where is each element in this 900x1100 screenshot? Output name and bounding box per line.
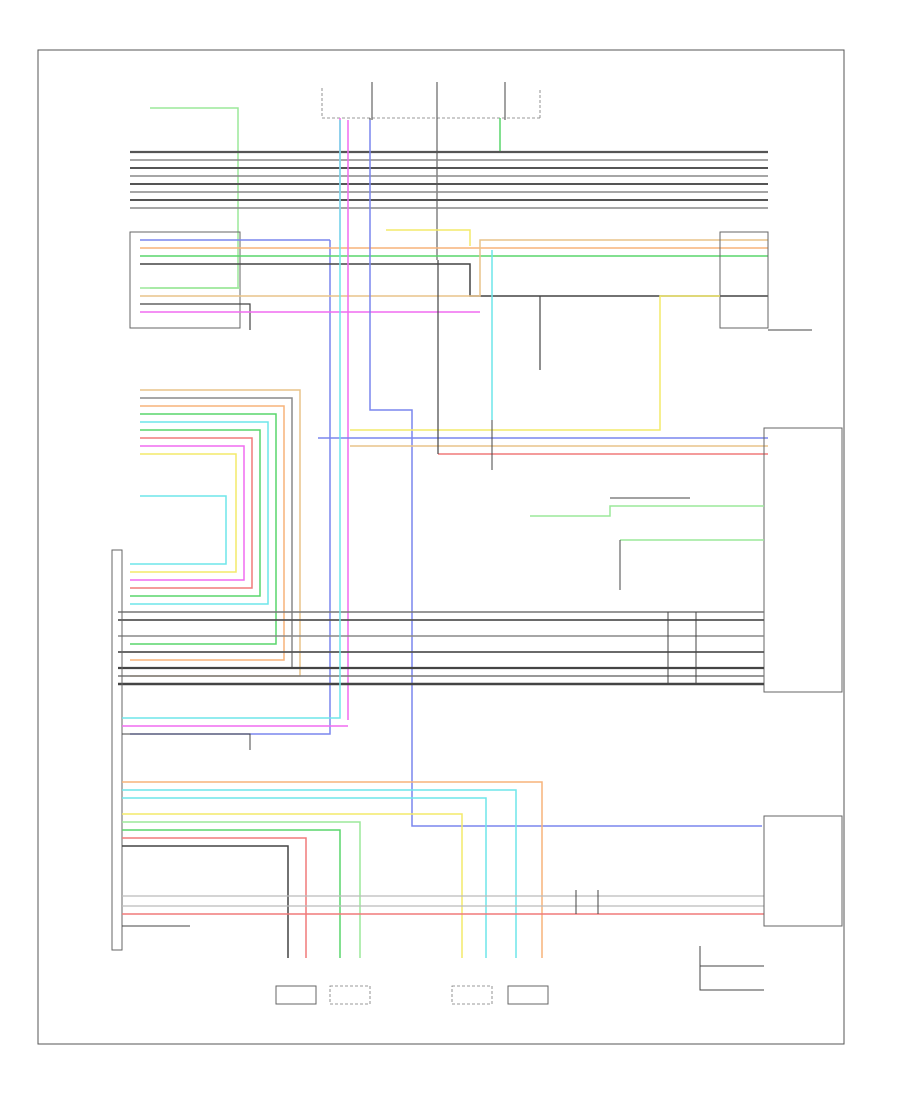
radio-left-wires <box>130 239 768 735</box>
speaker-left-front <box>451 985 493 1005</box>
right-control-connector <box>719 231 769 329</box>
diagram-frame <box>37 49 845 1045</box>
wire-green-switch <box>150 107 239 289</box>
subwoofer-amp-module <box>763 815 843 927</box>
speaker-left-rear <box>507 985 549 1005</box>
top-power-feeds <box>321 82 541 260</box>
harness-bus-lower <box>118 611 764 686</box>
radio-connector-lower <box>111 549 123 951</box>
harness-bus-top <box>130 150 768 209</box>
speaker-right-front <box>275 985 317 1005</box>
speaker-feed-bundle <box>130 389 301 677</box>
remote-amplifier-module <box>763 427 843 693</box>
radio-connector-left <box>129 231 241 329</box>
speaker-output-wires <box>122 781 543 958</box>
speaker-right-rear <box>329 985 371 1005</box>
